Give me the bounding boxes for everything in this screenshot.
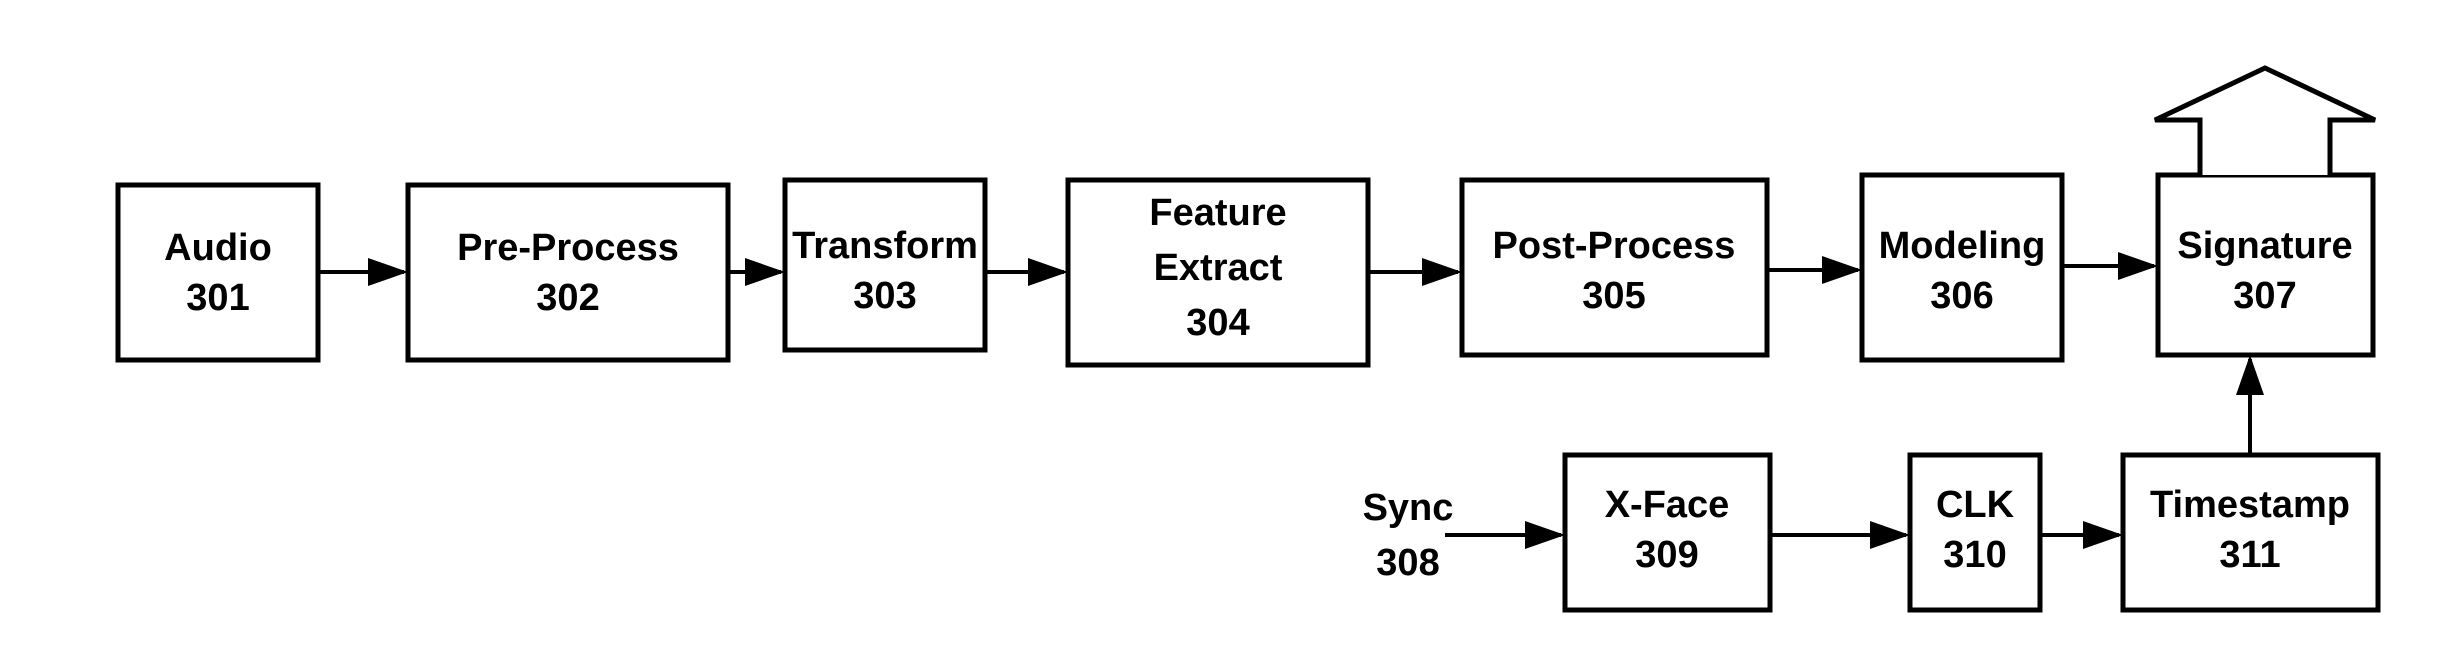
block-number: 303	[853, 275, 916, 317]
block-x-face: X-Face 309	[1565, 455, 1770, 610]
block-number: 307	[2233, 275, 2296, 317]
signature-output-arrow	[2155, 68, 2375, 175]
block-number: 305	[1582, 275, 1645, 317]
block-timestamp: Timestamp 311	[2123, 455, 2378, 610]
block-label: Audio	[164, 227, 272, 269]
block-number: 311	[2219, 534, 2280, 576]
block-label-line2: Extract	[1154, 247, 1283, 289]
sync-label: Sync	[1363, 487, 1454, 529]
block-clk: CLK 310	[1910, 455, 2040, 610]
block-number: 310	[1943, 534, 2006, 576]
block-label: CLK	[1936, 484, 2015, 526]
block-pre-process: Pre-Process 302	[408, 185, 728, 360]
block-audio: Audio 301	[118, 185, 318, 360]
block-label: Pre-Process	[457, 227, 679, 269]
block-number: 302	[536, 277, 599, 319]
block-feature-extract: Feature Extract 304	[1068, 180, 1368, 365]
block-modeling: Modeling 306	[1862, 175, 2062, 360]
block-number: 306	[1930, 275, 1993, 317]
block-label: Timestamp	[2150, 484, 2350, 526]
block-label: Post-Process	[1493, 225, 1736, 267]
sync-input: Sync 308	[1363, 487, 1454, 584]
block-number: 309	[1635, 534, 1698, 576]
block-number: 301	[186, 277, 249, 319]
block-number: 304	[1186, 302, 1249, 344]
block-transform: Transform 303	[785, 180, 985, 350]
block-label: Signature	[2177, 225, 2352, 267]
block-label: Transform	[792, 225, 978, 267]
block-post-process: Post-Process 305	[1462, 180, 1767, 355]
block-label: Modeling	[1879, 225, 2046, 267]
block-signature: Signature 307	[2158, 175, 2373, 355]
sync-number: 308	[1376, 542, 1439, 584]
block-label-line1: Feature	[1149, 192, 1286, 234]
block-label: X-Face	[1605, 484, 1730, 526]
